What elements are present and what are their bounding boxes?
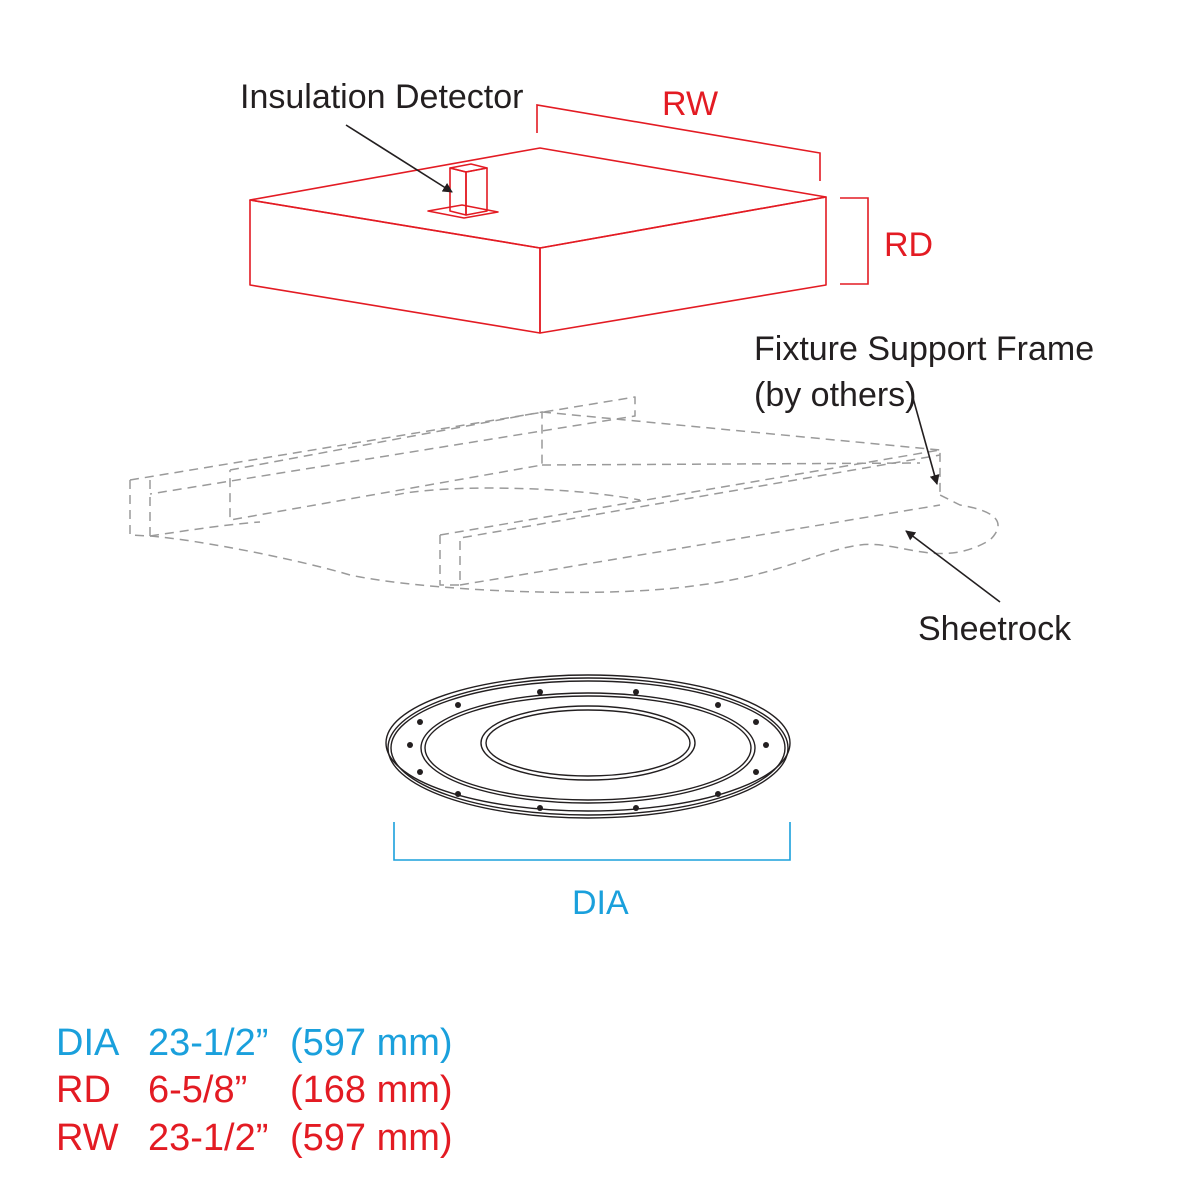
- sheetrock-label: Sheetrock: [918, 610, 1072, 648]
- rd-dimension-bracket: [840, 197, 869, 285]
- spec-key: RD: [56, 1069, 111, 1111]
- spec-row-dia: DIA 23-1/2” (597 mm): [56, 1022, 453, 1064]
- spec-metric: (168 mm): [290, 1069, 453, 1111]
- spec-metric: (597 mm): [290, 1117, 453, 1159]
- spec-imperial: 23-1/2”: [148, 1117, 268, 1159]
- spec-metric: (597 mm): [290, 1022, 453, 1064]
- fixture-support-frame-label: Fixture Support Frame: [754, 330, 1094, 368]
- fixture-support-frame: [129, 396, 999, 594]
- spec-row-rw: RW 23-1/2” (597 mm): [56, 1117, 453, 1159]
- fixture-support-frame-note: (by others): [754, 376, 917, 414]
- rd-label: RD: [884, 226, 933, 264]
- spec-table: DIA 23-1/2” (597 mm) RD 6-5/8” (168 mm) …: [56, 1022, 453, 1159]
- trim-ring: [385, 674, 791, 819]
- rw-dimension-bracket: [536, 104, 821, 181]
- callout-leaders: [345, 124, 1001, 603]
- dia-label: DIA: [572, 884, 629, 922]
- spec-key: RW: [56, 1117, 119, 1159]
- spec-imperial: 6-5/8”: [148, 1069, 247, 1111]
- spec-row-rd: RD 6-5/8” (168 mm): [56, 1069, 453, 1111]
- dia-dimension-bracket: [393, 822, 791, 861]
- spec-key: DIA: [56, 1022, 120, 1064]
- housing-box: [249, 147, 827, 334]
- insulation-detector: [427, 163, 499, 219]
- trim-ring-screws: [407, 689, 769, 811]
- insulation-detector-label: Insulation Detector: [240, 78, 524, 116]
- fixture-frame-leader: [912, 397, 940, 485]
- rw-label: RW: [662, 85, 718, 123]
- sheetrock-leader: [905, 530, 1001, 603]
- spec-imperial: 23-1/2”: [148, 1022, 268, 1064]
- sheetrock-outline: [149, 494, 999, 594]
- insulation-detector-leader: [345, 124, 453, 193]
